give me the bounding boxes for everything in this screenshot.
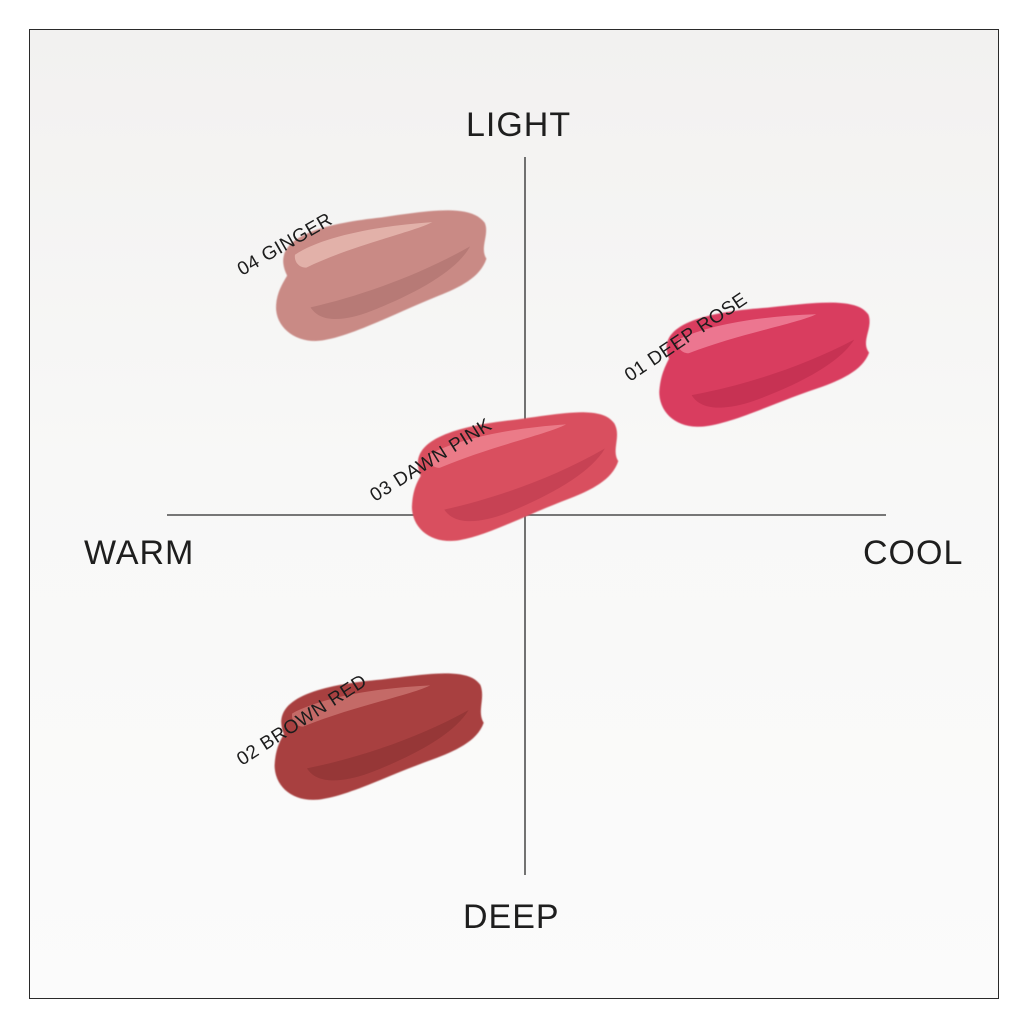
- axis-label-deep: DEEP: [463, 898, 560, 936]
- quadrant-plot: 04 GINGER 01 DEEP ROSE 03 DAWN PINK 02 B…: [167, 157, 886, 875]
- chart-frame: 04 GINGER 01 DEEP ROSE 03 DAWN PINK 02 B…: [29, 29, 999, 999]
- swatch-ginger: [276, 210, 487, 341]
- swatch-deep-rose: [659, 302, 870, 427]
- swatch-dawn-pink: [411, 412, 619, 542]
- axis-label-light: LIGHT: [466, 106, 572, 144]
- swatch-brown-red: [274, 673, 484, 800]
- axis-label-cool: COOL: [863, 534, 964, 572]
- axis-label-warm: WARM: [84, 534, 195, 572]
